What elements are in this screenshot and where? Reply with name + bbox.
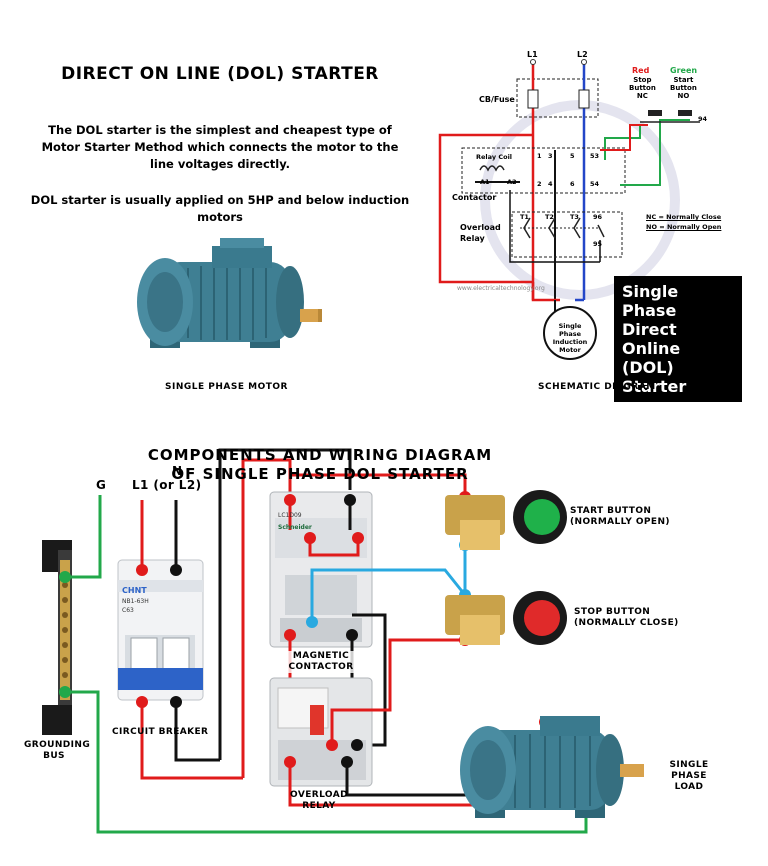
breaker-brand: CHNT (122, 586, 147, 595)
schematic-relay-coil: Relay Coil (476, 153, 513, 161)
schematic-red-label: Red (632, 66, 650, 75)
motor-caption: SINGLE PHASE MOTOR (165, 382, 288, 392)
schematic-caption: SCHEMATIC DIAGRAM (538, 382, 656, 392)
schematic-terminal-54: 54 (590, 180, 600, 188)
start-button-label: START BUTTON (NORMALLY OPEN) (570, 506, 670, 527)
schematic-contactor: Contactor (452, 193, 497, 202)
breaker-rating: C63 (122, 607, 134, 614)
schematic-terminal-5: 5 (570, 152, 575, 160)
description-text: The DOL starter is the simplest and chea… (41, 123, 399, 171)
schematic-no-note: NO = Normally Open (646, 223, 722, 231)
schematic-green-label: Green (670, 66, 698, 75)
schematic-terminal-6: 6 (570, 180, 575, 188)
schematic-terminal-2: 2 (537, 180, 542, 188)
schematic-terminal-t2: T2 (545, 213, 554, 221)
contactor-model: LC1D09 (278, 512, 302, 519)
grounding-bus (42, 540, 72, 735)
overload-relay-label: OVERLOAD RELAY (290, 790, 348, 811)
schematic-a2: A2 (507, 178, 517, 186)
schematic-terminal-4: 4 (548, 180, 553, 188)
load-motor-graphic (460, 716, 644, 818)
schematic-green-sub: Start Button NO (670, 76, 697, 100)
schematic-overload-relay: Overload Relay (460, 223, 501, 243)
schematic-title-box: Single Phase Direct Online (DOL) Starter (614, 276, 742, 402)
schematic-terminal-96: 96 (593, 213, 603, 221)
schematic-motor-label: Single Phase Induction Motor (552, 322, 588, 354)
stop-button-label: STOP BUTTON (NORMALLY CLOSE) (574, 607, 679, 628)
stop-button-graphic (445, 591, 567, 645)
schematic-terminal-95: 95 (593, 240, 603, 248)
schematic-terminal-94: 94 (698, 115, 708, 123)
schematic-terminal-53: 53 (590, 152, 600, 160)
neutral-label: N (172, 464, 183, 478)
grounding-bus-label: GROUNDING BUS (24, 740, 91, 761)
usage-text: DOL starter is usually applied on 5HP an… (30, 193, 410, 224)
schematic-a1: A1 (480, 178, 490, 186)
schematic-cb-fuse: CB/Fuse (479, 95, 515, 104)
ground-label: G (96, 478, 107, 492)
schematic-terminal-3: 3 (548, 152, 553, 160)
schematic-l2: L2 (577, 50, 588, 59)
schematic-red-sub: Stop Button NC (629, 76, 656, 100)
circuit-breaker-label: CIRCUIT BREAKER (112, 727, 209, 737)
magnetic-contactor-label: MAGNETIC CONTACTOR (286, 651, 356, 673)
l1-label: L1 (or L2) (132, 478, 202, 492)
schematic-terminal-t1: T1 (520, 213, 529, 221)
wiring-title-line1: COMPONENTS AND WIRING DIAGRAM (147, 446, 493, 464)
wiring-title-line2: OF SINGLE PHASE DOL STARTER (171, 465, 469, 483)
breaker-model: NB1-63H (122, 598, 149, 605)
schematic-terminal-1: 1 (537, 152, 542, 160)
schematic-terminal-t3: T3 (570, 213, 579, 221)
start-button-graphic (445, 490, 567, 550)
schematic-nc-note: NC = Normally Close (646, 213, 722, 221)
circuit-breaker-graphic (117, 559, 204, 701)
schematic-website: www.electricaltechnology.org (457, 285, 545, 292)
load-label: SINGLE PHASE LOAD (669, 760, 709, 792)
page-title: DIRECT ON LINE (DOL) STARTER (61, 64, 379, 84)
schematic-l1: L1 (527, 50, 538, 59)
overload-relay-graphic (269, 677, 373, 787)
contactor-brand: Schneider (278, 524, 312, 531)
motor-graphic (137, 238, 322, 348)
